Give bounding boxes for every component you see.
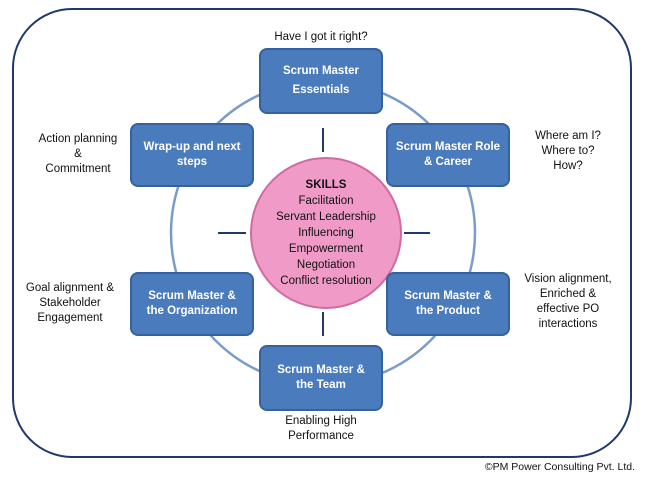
note-bottom-right: Vision alignment, Enriched & effective P… bbox=[512, 272, 624, 332]
node-label-line: the Team bbox=[296, 379, 346, 391]
skill-item: Servant Leadership bbox=[276, 211, 376, 223]
note-line: interactions bbox=[538, 318, 598, 330]
node-label-line: the Organization bbox=[146, 305, 238, 317]
copyright-text: ©PM Power Consulting Pvt. Ltd. bbox=[484, 461, 635, 473]
note-line: Where to? bbox=[541, 145, 595, 157]
skills-title: SKILLS bbox=[305, 179, 347, 191]
note-line: effective PO bbox=[536, 303, 600, 315]
node-essentials: Scrum Master Essentials bbox=[259, 48, 383, 114]
skill-item: Empowerment bbox=[288, 243, 364, 255]
note-line: Where am I? bbox=[535, 130, 601, 142]
note-line: Have I got it right? bbox=[274, 31, 368, 43]
skill-item: Negotiation bbox=[296, 259, 356, 271]
skill-item: Influencing bbox=[298, 227, 354, 239]
note-bottom: Enabling High Performance bbox=[251, 414, 391, 444]
skill-item: Facilitation bbox=[298, 195, 354, 207]
note-line: Performance bbox=[288, 430, 354, 442]
node-label-line: steps bbox=[176, 156, 208, 168]
note-bottom-left: Goal alignment & Stakeholder Engagement bbox=[14, 281, 126, 326]
note-line: Commitment bbox=[45, 163, 111, 175]
note-top-right: Where am I? Where to? How? bbox=[512, 129, 624, 174]
node-label-line: Scrum Master bbox=[282, 65, 360, 77]
node-role-career: Scrum Master Role & Career bbox=[386, 123, 510, 187]
node-label-line: Scrum Master Role bbox=[395, 141, 501, 153]
note-top: Have I got it right? bbox=[241, 30, 401, 45]
note-line: Action planning bbox=[38, 133, 118, 145]
skills-circle: SKILLS Facilitation Servant Leadership I… bbox=[250, 157, 402, 309]
note-line: How? bbox=[553, 160, 583, 172]
node-label-line: Essentials bbox=[292, 84, 350, 96]
node-label-line: the Product bbox=[416, 305, 480, 317]
node-wrap-up: Wrap-up and next steps bbox=[130, 123, 254, 187]
note-line: Enabling High bbox=[285, 415, 357, 427]
node-label-line: Scrum Master & bbox=[277, 364, 365, 376]
note-top-left: Action planning & Commitment bbox=[22, 132, 134, 177]
node-team: Scrum Master & the Team bbox=[259, 345, 383, 411]
node-label-line: Scrum Master & bbox=[148, 290, 236, 302]
diagram-frame bbox=[12, 8, 632, 458]
note-line: Vision alignment, bbox=[524, 273, 612, 285]
note-line: & bbox=[74, 148, 82, 160]
note-line: Engagement bbox=[37, 312, 103, 324]
node-organization: Scrum Master & the Organization bbox=[130, 272, 254, 336]
note-line: Goal alignment & bbox=[25, 282, 115, 294]
node-label-line: Wrap-up and next bbox=[143, 141, 241, 153]
node-label-line: Scrum Master & bbox=[404, 290, 492, 302]
node-product: Scrum Master & the Product bbox=[386, 272, 510, 336]
node-label-line: & Career bbox=[424, 156, 472, 168]
note-line: Stakeholder bbox=[39, 297, 101, 309]
note-line: Enriched & bbox=[539, 288, 597, 300]
skill-item: Conflict resolution bbox=[280, 275, 372, 287]
